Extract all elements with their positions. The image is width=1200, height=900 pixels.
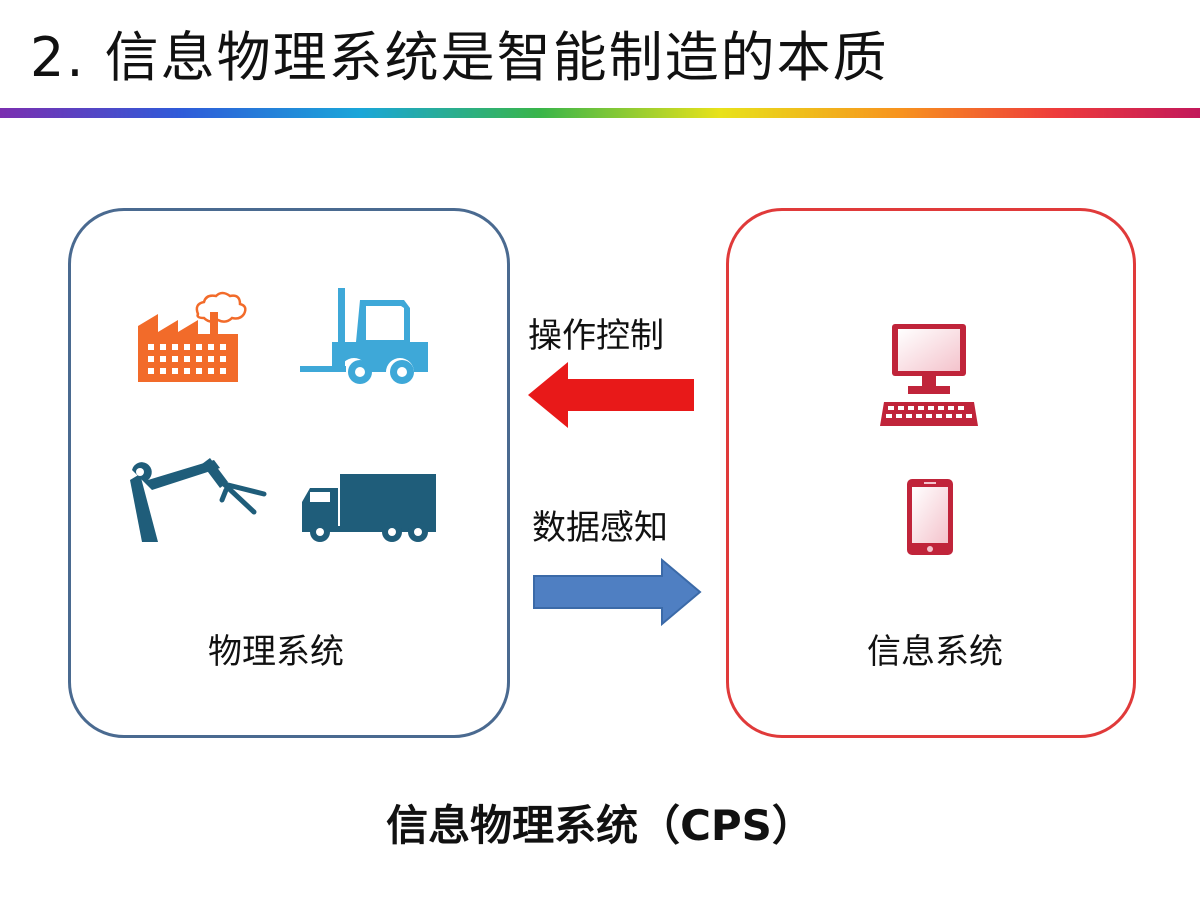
sensing-arrow [533,557,702,627]
sensing-arrow-label: 数据感知 [532,508,668,548]
rainbow-divider [0,108,1200,118]
robot-arm-icon [130,458,267,542]
factory-icon [138,291,247,382]
info-system-box [726,208,1136,738]
control-arrow [528,362,694,428]
page-title: 2. 信息物理系统是智能制造的本质 [30,26,889,89]
mobile-phone-icon [907,479,953,555]
cps-caption: 信息物理系统（CPS） [386,801,814,850]
control-arrow-label: 操作控制 [528,316,664,356]
physical-system-label: 物理系统 [208,632,344,672]
info-system-label: 信息系统 [867,632,1003,672]
computer-icon [880,324,978,426]
truck-icon [302,474,436,542]
forklift-icon [300,288,428,384]
